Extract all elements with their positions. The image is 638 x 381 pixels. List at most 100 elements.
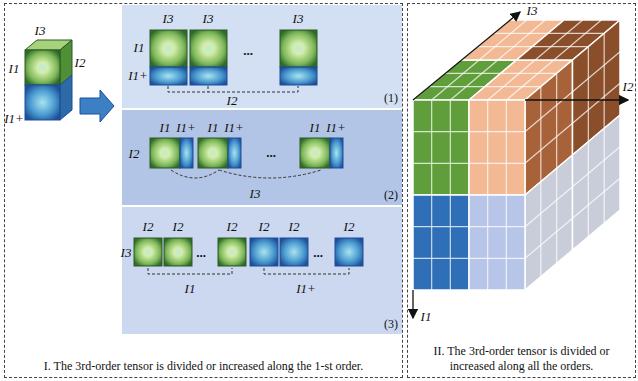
grid-line bbox=[556, 168, 557, 263]
axis-arrow bbox=[525, 99, 628, 100]
grid-line bbox=[604, 128, 605, 223]
axis-label: I3 bbox=[35, 24, 46, 37]
panel-frame: I. The 3rd-order tensor is divided or in… bbox=[4, 3, 403, 378]
tensor-block bbox=[413, 195, 469, 290]
green-slice bbox=[25, 50, 60, 85]
grid-line bbox=[485, 86, 541, 87]
callout-number: (1) bbox=[384, 91, 398, 106]
grid-line bbox=[525, 218, 573, 258]
blue-slice bbox=[280, 238, 308, 266]
grid-line bbox=[431, 100, 432, 195]
tensor-block bbox=[469, 195, 525, 290]
grid-line bbox=[573, 83, 621, 123]
panel-frame: II. The 3rd-order tensor is divided or i… bbox=[407, 3, 636, 378]
bracket bbox=[219, 170, 321, 178]
axis-label: I2 bbox=[129, 147, 140, 160]
blue-slice bbox=[330, 138, 343, 168]
green-slice bbox=[190, 30, 227, 67]
axis-label: I3 bbox=[203, 12, 214, 25]
axis-label: I3 bbox=[250, 187, 261, 200]
grid-line bbox=[469, 226, 525, 227]
grid-line bbox=[429, 86, 485, 87]
axis-label: I2 bbox=[227, 94, 238, 107]
grid-line bbox=[413, 258, 469, 259]
green-slice bbox=[134, 238, 162, 266]
blue-slice bbox=[228, 138, 241, 168]
grid-line bbox=[604, 33, 605, 128]
bracket bbox=[208, 86, 209, 92]
grid-line bbox=[532, 46, 588, 47]
callout-number: (2) bbox=[384, 188, 398, 203]
grid-line bbox=[413, 163, 469, 164]
bracket bbox=[264, 268, 349, 274]
bracket bbox=[171, 170, 219, 178]
band-fill bbox=[122, 110, 402, 205]
axis-label: I3 bbox=[527, 4, 538, 17]
tensor-block bbox=[525, 155, 573, 290]
grid-line bbox=[445, 73, 501, 74]
axis-label: I2 bbox=[143, 220, 154, 233]
grid-line bbox=[588, 47, 589, 142]
green-slice bbox=[150, 30, 187, 67]
axis-label: I3 bbox=[121, 246, 132, 259]
grid-line bbox=[492, 33, 548, 34]
blue-slice bbox=[150, 67, 187, 85]
blue-slice bbox=[250, 238, 278, 266]
blue-slice bbox=[335, 238, 363, 266]
grid-line bbox=[450, 195, 451, 290]
axis-label: I1+ bbox=[176, 121, 196, 134]
grid-line bbox=[525, 123, 573, 163]
transform-arrow bbox=[80, 90, 114, 122]
green-slice bbox=[198, 138, 228, 168]
axis-label: I2 bbox=[623, 80, 634, 93]
grid-line bbox=[588, 142, 589, 237]
blue-slice bbox=[190, 67, 227, 85]
axis-arrow bbox=[413, 12, 520, 100]
caption: II. The 3rd-order tensor is divided or i… bbox=[408, 344, 635, 373]
axis-label: I2 bbox=[173, 220, 184, 233]
green-slice bbox=[150, 138, 180, 168]
axis-label: I1 bbox=[9, 62, 20, 75]
band-fill bbox=[122, 207, 402, 334]
ellipsis: ... bbox=[313, 246, 323, 259]
axis-label: I2 bbox=[75, 56, 86, 69]
callout-number: (3) bbox=[384, 317, 398, 332]
green-slice bbox=[280, 30, 317, 67]
grid-line bbox=[525, 92, 573, 132]
grid-line bbox=[540, 87, 541, 182]
axis-label: I3 bbox=[293, 12, 304, 25]
green-slice bbox=[164, 238, 192, 266]
grid-line bbox=[540, 182, 541, 277]
axis-label: I1+ bbox=[326, 121, 346, 134]
grid-line bbox=[469, 258, 525, 259]
grid-line bbox=[573, 52, 621, 92]
ellipsis: ... bbox=[196, 246, 206, 259]
grid-line bbox=[573, 147, 621, 187]
bracket bbox=[148, 268, 232, 274]
axis-label: I1 bbox=[208, 121, 219, 134]
grid-line bbox=[476, 46, 532, 47]
axis-label: I2 bbox=[344, 220, 355, 233]
grid-line bbox=[487, 100, 488, 195]
grid-line bbox=[573, 178, 621, 218]
ellipsis: ... bbox=[243, 44, 253, 57]
grid-line bbox=[506, 100, 507, 195]
bracket bbox=[168, 86, 298, 92]
tensor-block bbox=[413, 100, 469, 195]
green-slice bbox=[300, 138, 330, 168]
axis-label: I1 bbox=[134, 41, 145, 54]
grid-line bbox=[525, 187, 573, 227]
blue-slice bbox=[25, 85, 60, 120]
grid-line bbox=[413, 226, 469, 227]
axis-label: I1 bbox=[185, 282, 196, 295]
tensor-block bbox=[469, 100, 525, 195]
axis-label: I3 bbox=[163, 12, 174, 25]
axis-label: I2 bbox=[289, 220, 300, 233]
axis-label: I1+ bbox=[4, 112, 24, 125]
axis-label: I1 bbox=[310, 121, 321, 134]
blue-slice bbox=[280, 67, 317, 85]
axis-label: I1+ bbox=[128, 69, 148, 82]
cube-side bbox=[60, 75, 72, 120]
grid-line bbox=[469, 163, 525, 164]
